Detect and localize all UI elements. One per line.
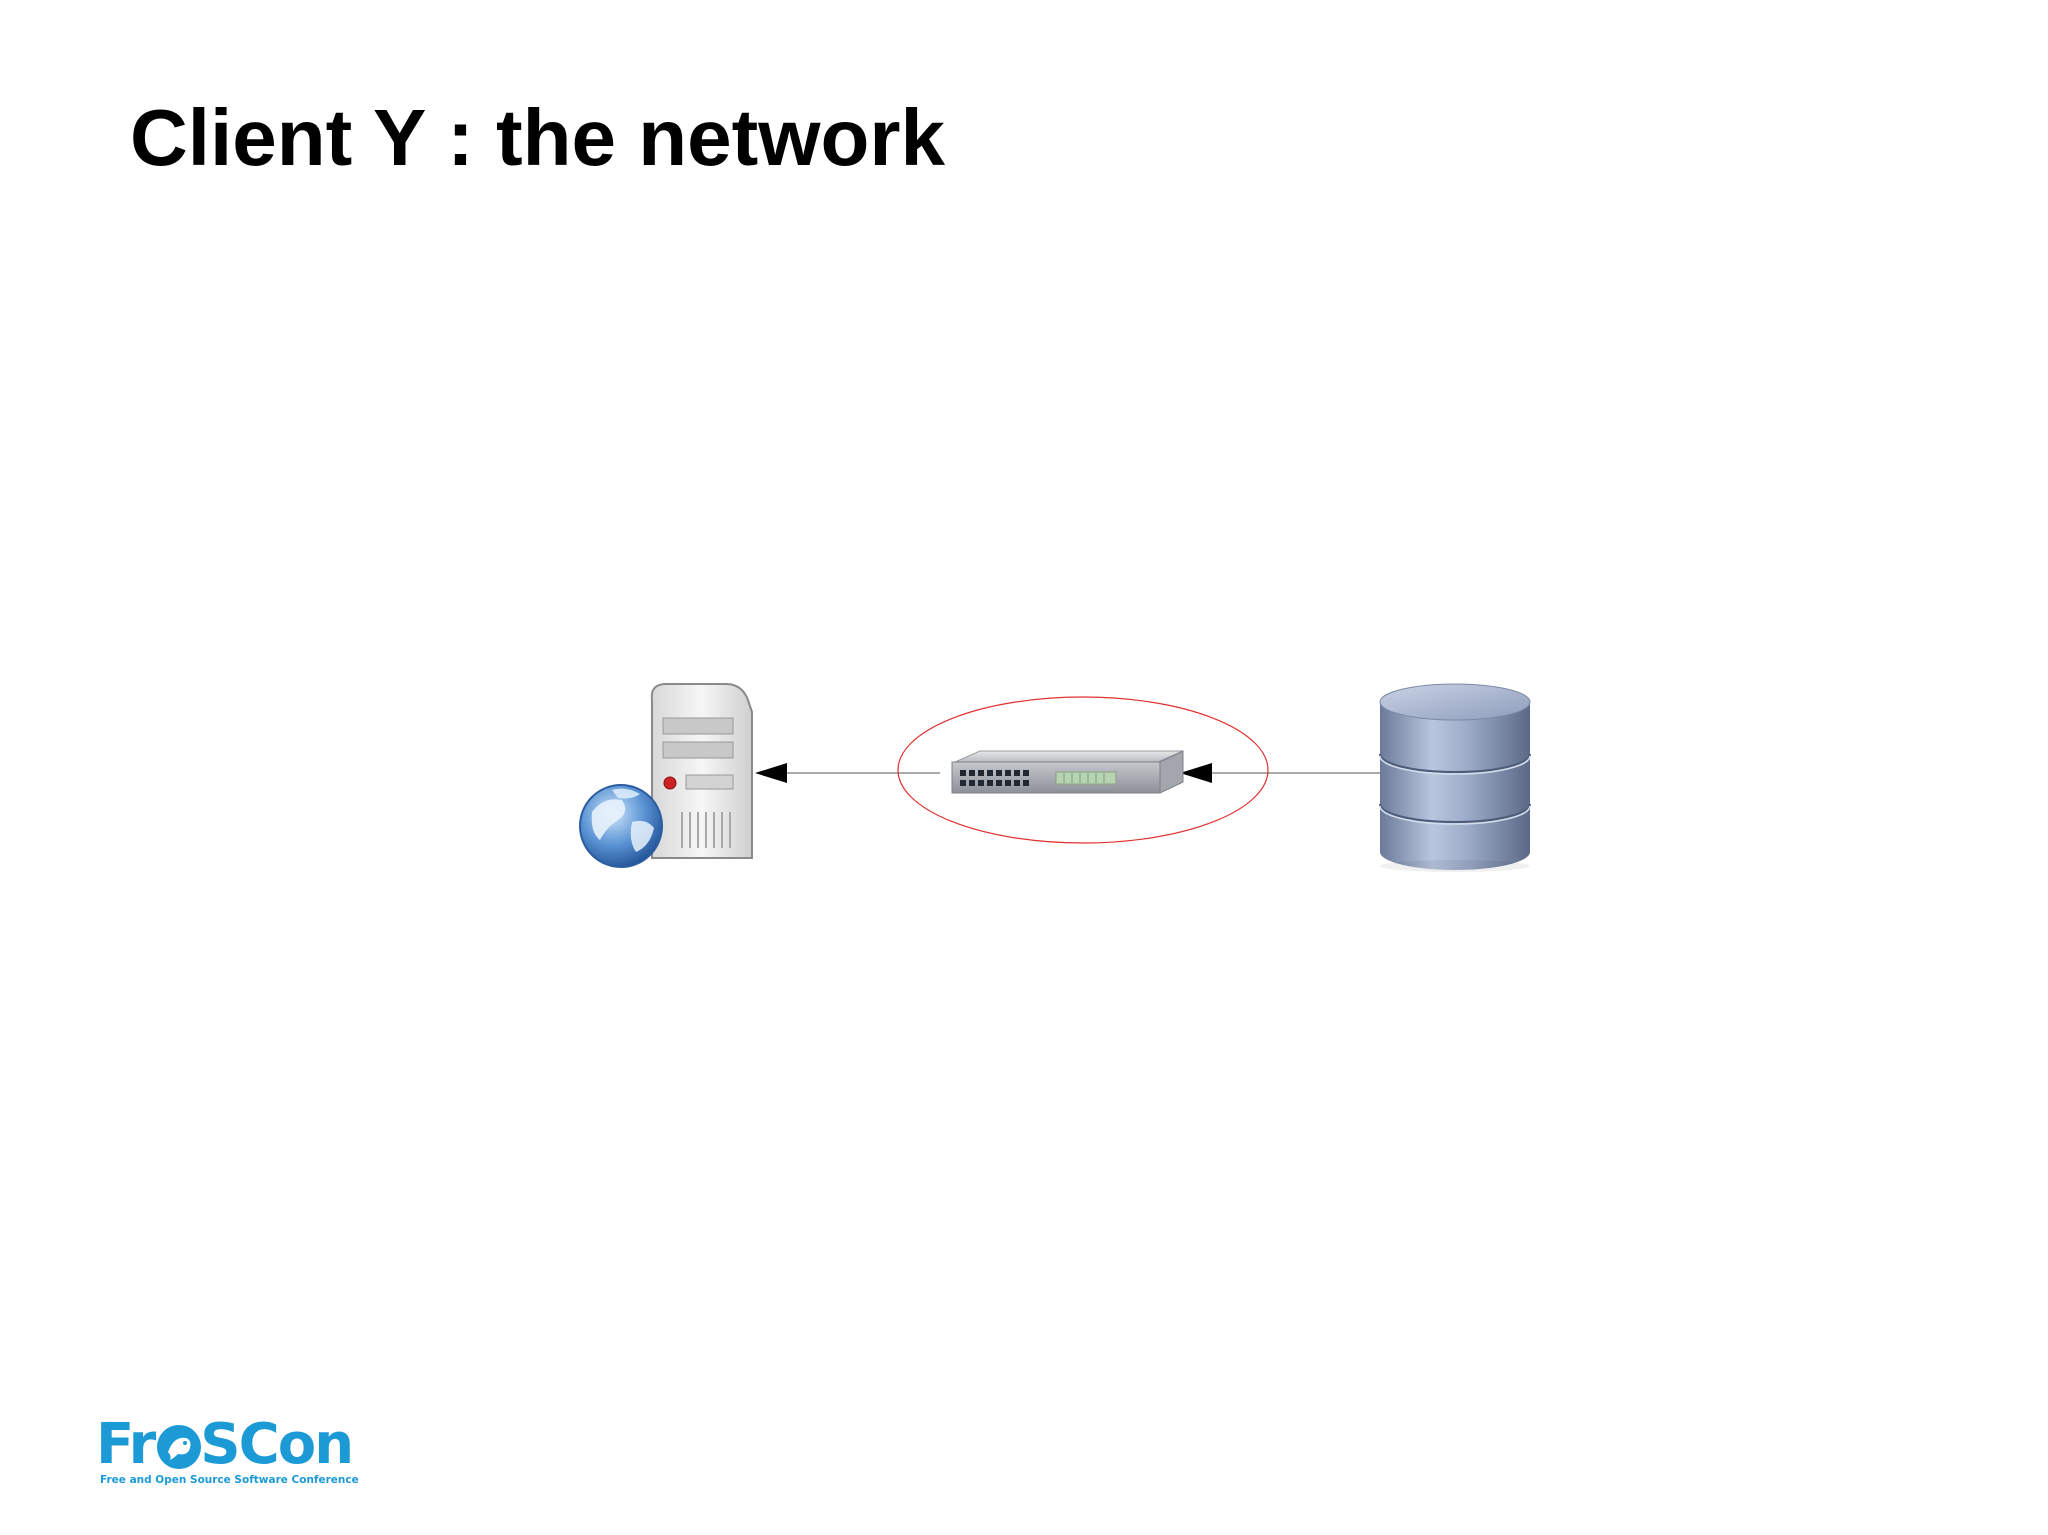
edge-switch-to-server (755, 763, 940, 783)
logo-text-right: SCon (200, 1412, 354, 1477)
logo-tagline: Free and Open Source Software Conference (100, 1474, 359, 1486)
slide-title: Client Y : the network (130, 93, 945, 182)
web-server-icon (579, 683, 753, 868)
froscon-logo-wordmark: Fr SCon (96, 1412, 354, 1477)
switch-highlight-ellipse (897, 696, 1269, 844)
network-switch-icon (951, 750, 1184, 794)
logo-text-left: Fr (96, 1412, 156, 1477)
edge-database-to-switch (1180, 763, 1385, 783)
gecko-emblem-icon (157, 1425, 201, 1469)
froscon-logo: Fr SCon Free and Open Source Software Con… (96, 1412, 359, 1486)
database-icon (1379, 683, 1531, 872)
